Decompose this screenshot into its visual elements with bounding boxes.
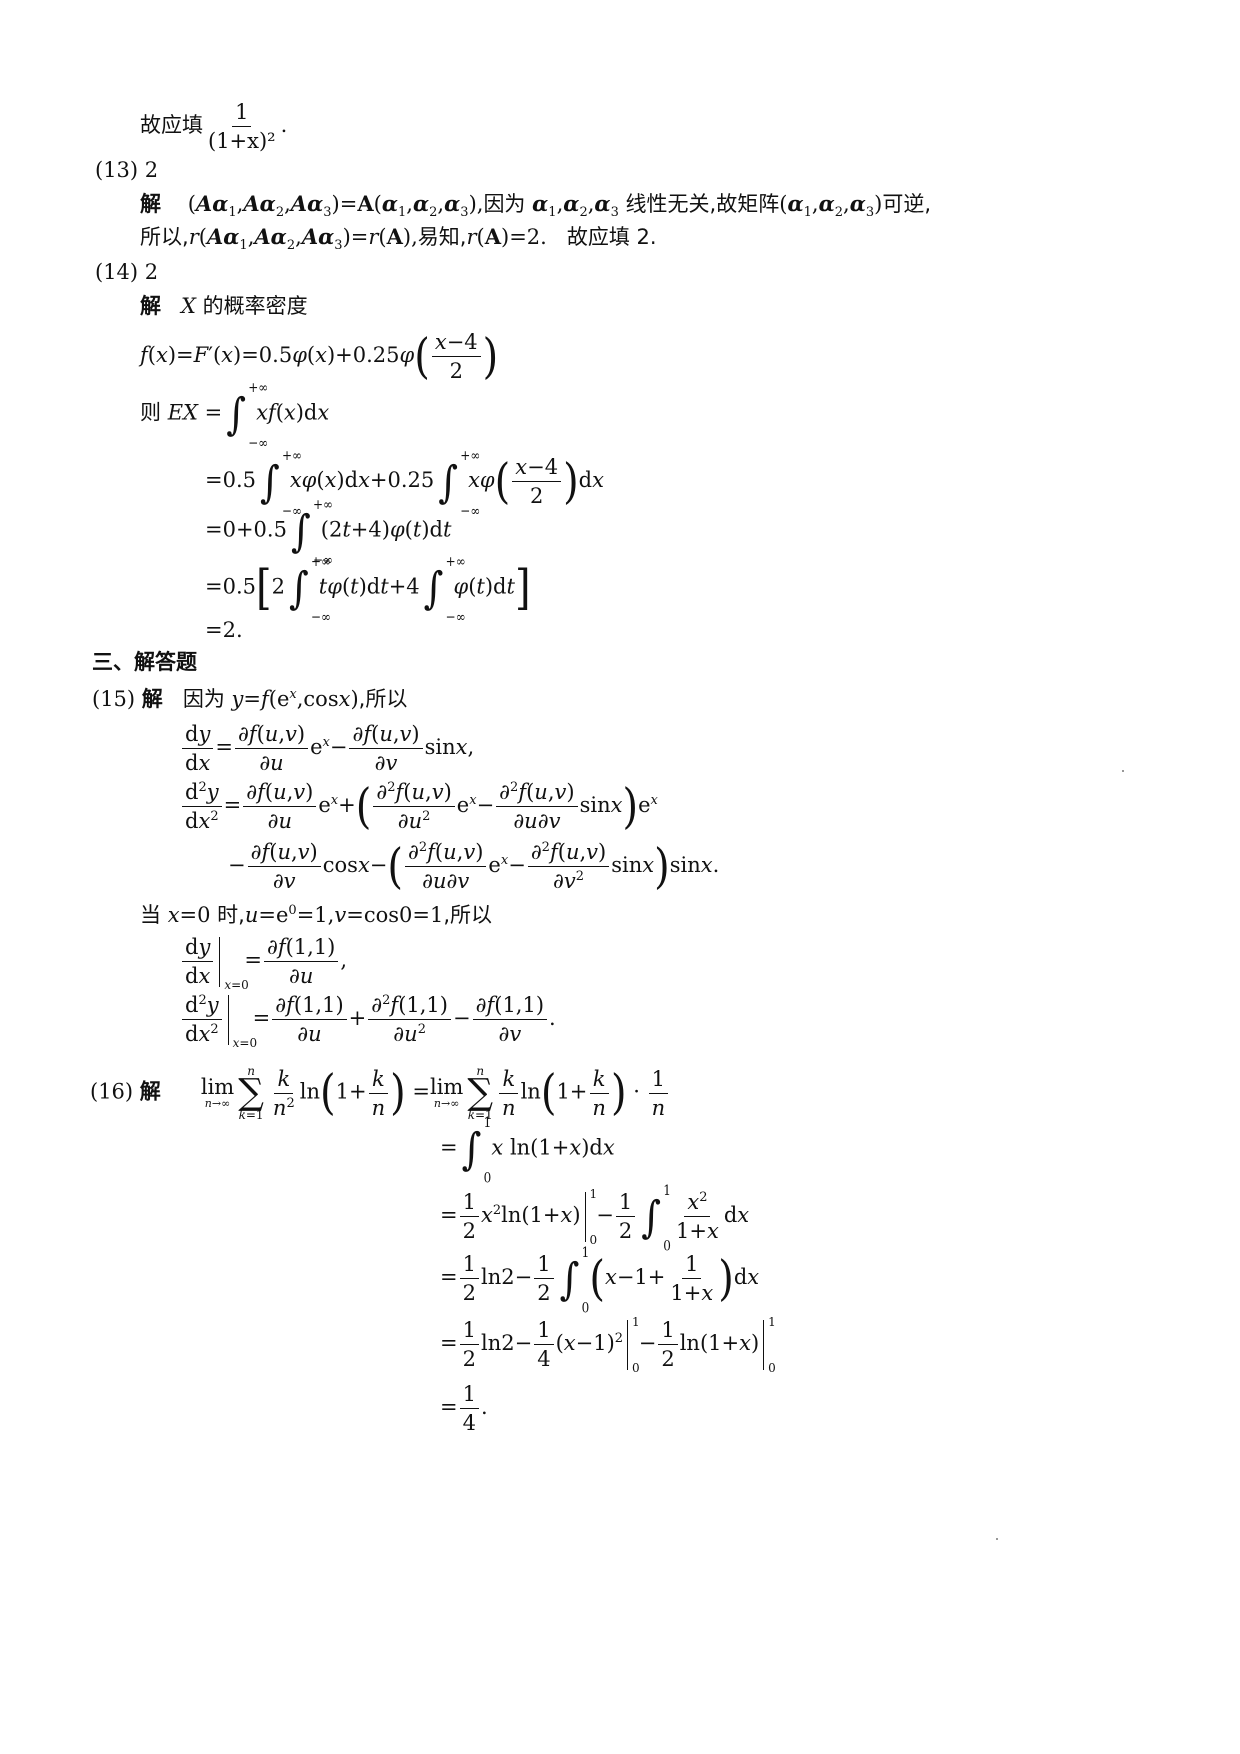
scan-speck: [1122, 770, 1124, 772]
q15-when-line: 当 x=0 时,u=e0=1,v=cos0=1,所以: [140, 903, 493, 927]
q14-header: (14) 2: [95, 260, 159, 284]
q14-ex-line3: =0+0.5∫+∞−∞(2t+4)φ(t)dt: [205, 496, 452, 568]
section-title: 三、解答题: [92, 650, 197, 674]
q13-solution-line2: 所以,r(Aα1,Aα2,Aα3)=r(A),易知,r(A)=2. 故应填 2.: [140, 224, 657, 254]
q14-ex-result: =2.: [205, 618, 243, 642]
q13-header: (13) 2: [95, 158, 159, 182]
q12-answer-fraction: 1(1+x)²: [208, 100, 276, 154]
q14-ex-line4: =0.5[2∫+∞−∞tφ(t)dt+4∫+∞−∞φ(t)dt]: [205, 553, 531, 625]
scan-speck: [996, 1538, 998, 1540]
q14-intro: 解 X 的概率密度: [140, 294, 308, 318]
q14-ex-line1: 则 EX =∫+∞−∞xf(x)dx: [140, 379, 330, 451]
q13-solution-line1: 解 (Aα1,Aα2,Aα3)=A(α1,α2,α3),因为 α1,α2,α3 …: [140, 191, 932, 221]
q15-intro: (15) 解 因为 y=f(ex,cosx),所以: [92, 687, 408, 711]
q12-answer-prefix: 故应填: [140, 113, 203, 138]
